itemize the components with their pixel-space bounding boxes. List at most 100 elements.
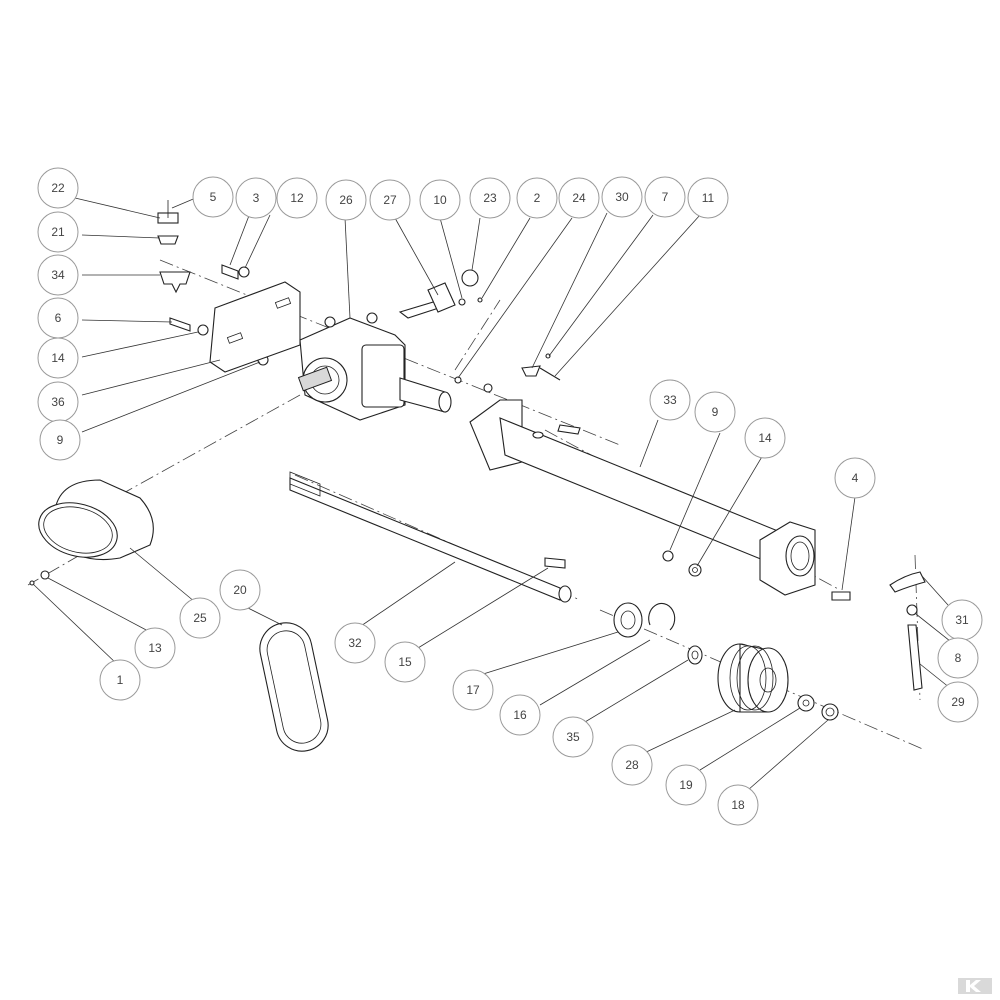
callout-21: 21	[37, 211, 79, 253]
callout-label: 16	[513, 708, 527, 722]
callout-label: 10	[433, 193, 447, 207]
callout-24: 24	[558, 177, 600, 219]
callout-18: 18	[717, 784, 759, 826]
callout-15: 15	[384, 641, 426, 683]
callout-32: 32	[334, 622, 376, 664]
callout-circle	[558, 177, 600, 219]
callout-label: 11	[702, 191, 715, 205]
callout-circle	[419, 179, 461, 221]
callout-circle	[235, 177, 277, 219]
callout-circle	[37, 211, 79, 253]
callout-label: 34	[51, 268, 65, 282]
callout-label: 28	[625, 758, 639, 772]
bearing-assembly-parts	[613, 602, 703, 665]
callout-label: 30	[615, 190, 629, 204]
callout-circle	[687, 177, 729, 219]
callout-label: 35	[566, 730, 580, 744]
callout-label: 26	[339, 193, 353, 207]
mounting-plate-part	[209, 281, 301, 373]
callout-label: 4	[852, 471, 859, 485]
callout-20: 20	[219, 569, 261, 611]
callout-circle	[334, 622, 376, 664]
callout-23: 23	[469, 177, 511, 219]
callout-label: 19	[679, 778, 693, 792]
callout-label: 24	[572, 191, 586, 205]
callout-27: 27	[369, 179, 411, 221]
callout-label: 20	[233, 583, 247, 597]
callout-circle	[665, 764, 707, 806]
gearbox-part	[297, 312, 452, 421]
callout-label: 7	[662, 190, 669, 204]
callout-label: 29	[951, 695, 965, 709]
callout-circle	[39, 419, 81, 461]
callout-label: 9	[712, 405, 719, 419]
callout-36: 36	[37, 381, 79, 423]
callout-30: 30	[601, 176, 643, 218]
callout-3: 3	[235, 177, 277, 219]
callout-label: 23	[483, 191, 497, 205]
callout-label: 12	[290, 191, 304, 205]
callout-29: 29	[937, 681, 979, 723]
callout-label: 14	[758, 431, 772, 445]
callout-circle	[601, 176, 643, 218]
callout-label: 8	[955, 651, 962, 665]
callout-circle	[276, 177, 318, 219]
callout-circle	[499, 694, 541, 736]
callout-circle	[134, 627, 176, 669]
clamp-bolt-parts	[889, 571, 926, 691]
callout-label: 14	[51, 351, 65, 365]
pulley-part	[717, 643, 789, 713]
callout-10: 10	[419, 179, 461, 221]
callout-circle	[469, 177, 511, 219]
pin-key-parts	[521, 353, 561, 381]
callout-circle	[834, 457, 876, 499]
callout-5: 5	[192, 176, 234, 218]
callout-8: 8	[937, 637, 979, 679]
callout-circle	[649, 379, 691, 421]
callout-28: 28	[611, 744, 653, 786]
callout-25: 25	[179, 597, 221, 639]
v-belt-part	[259, 622, 329, 752]
housing-tube-part	[469, 383, 816, 596]
callout-circle	[37, 254, 79, 296]
callout-22: 22	[37, 167, 79, 209]
callout-circle	[694, 391, 736, 433]
callout-label: 17	[466, 683, 480, 697]
callout-7: 7	[644, 176, 686, 218]
callout-9: 9	[694, 391, 736, 433]
callout-19: 19	[665, 764, 707, 806]
callout-label: 25	[193, 611, 207, 625]
callout-34: 34	[37, 254, 79, 296]
callout-label: 5	[210, 190, 217, 204]
callout-label: 6	[55, 311, 62, 325]
small-bolts	[169, 264, 269, 366]
callout-circle	[99, 659, 141, 701]
callout-label: 9	[57, 433, 64, 447]
callout-circle	[744, 417, 786, 459]
callout-label: 13	[148, 641, 162, 655]
callout-label: 32	[348, 636, 362, 650]
callout-circle	[552, 716, 594, 758]
callout-2: 2	[516, 177, 558, 219]
callout-31: 31	[941, 599, 983, 641]
callout-9: 9	[39, 419, 81, 461]
bracket-clip-part	[157, 200, 191, 294]
callout-circle	[937, 637, 979, 679]
callout-circle	[452, 669, 494, 711]
callout-circle	[325, 179, 367, 221]
callout-16: 16	[499, 694, 541, 736]
callout-label: 22	[51, 181, 65, 195]
brand-logo-icon	[958, 978, 992, 994]
callout-circle	[384, 641, 426, 683]
callout-13: 13	[134, 627, 176, 669]
pulley-fasteners	[797, 694, 839, 721]
callout-14: 14	[744, 417, 786, 459]
callout-circle	[179, 597, 221, 639]
callout-4: 4	[834, 457, 876, 499]
callout-label: 31	[955, 613, 969, 627]
fasteners-right	[662, 550, 851, 601]
callout-circle	[644, 176, 686, 218]
callout-label: 21	[51, 225, 65, 239]
callout-circle	[192, 176, 234, 218]
